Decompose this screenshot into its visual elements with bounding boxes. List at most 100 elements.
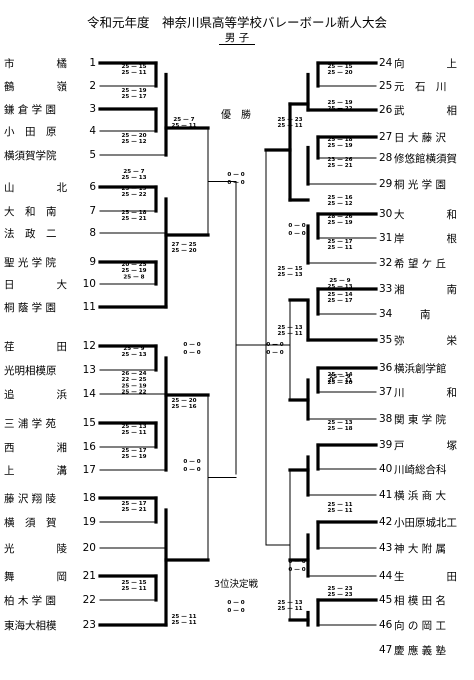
right-team-name: 日 大 藤 沢 bbox=[394, 131, 447, 144]
left-round1-score: 25 — 11 bbox=[121, 70, 146, 76]
right-round2-score: 25 — 13 bbox=[327, 420, 352, 426]
left-team-number: 12 bbox=[83, 340, 96, 352]
blank-set-score: 0 — 0 bbox=[227, 180, 244, 186]
left-team-number: 5 bbox=[89, 149, 96, 161]
left-round1-score: 20 — 25 bbox=[121, 262, 146, 268]
right-round1-score: 25 — 18 bbox=[327, 137, 352, 143]
right-team-number: 26 bbox=[379, 104, 393, 116]
left-team-number: 8 bbox=[89, 227, 96, 239]
left-team-number: 15 bbox=[83, 417, 96, 429]
right-team-name: 慶 應 義 塾 bbox=[394, 644, 447, 657]
page-title: 令和元年度 神奈川県高等学校バレーボール新人大会 bbox=[86, 15, 387, 30]
left-team-name: 藤 沢 翔 陵 bbox=[4, 492, 57, 505]
left-team-name: 荏 田 bbox=[4, 341, 67, 353]
right-team-number: 31 bbox=[379, 232, 392, 244]
left-team-number: 7 bbox=[89, 205, 96, 217]
blank-set-score: 0 — 0 bbox=[227, 608, 244, 614]
right-team-number: 29 bbox=[379, 178, 392, 190]
blank-set-score: 0 — 0 bbox=[288, 231, 305, 237]
right-round1-score: 25 — 20 bbox=[327, 70, 352, 76]
right-round1-score: 25 — 19 bbox=[327, 220, 352, 226]
left-round1-score: 22 — 25 bbox=[121, 377, 146, 383]
left-team-name: 鶴 嶺 bbox=[4, 80, 67, 93]
right-round1-score: 25 — 23 bbox=[327, 592, 352, 598]
left-round1-score: 25 — 9 bbox=[123, 346, 144, 352]
right-round1-score: 25 — 19 bbox=[327, 143, 352, 149]
left-team-name: 柏 木 学 園 bbox=[4, 594, 56, 607]
right-team-number: 34 bbox=[379, 308, 393, 320]
right-round2-score: 25 — 18 bbox=[327, 426, 352, 432]
right-round1-score: 25 — 11 bbox=[327, 245, 352, 251]
left-round2-score: 25 — 16 bbox=[171, 404, 196, 410]
left-round2-score: 25 — 20 bbox=[171, 398, 196, 404]
left-team-name: 山 北 bbox=[4, 182, 67, 194]
right-team-number: 36 bbox=[379, 362, 393, 374]
right-round1-score: 25 — 22 bbox=[327, 106, 352, 112]
right-team-number: 38 bbox=[379, 413, 392, 425]
champion-label: 優 勝 bbox=[221, 108, 251, 121]
left-round1-score: 25 — 21 bbox=[121, 507, 146, 513]
left-round1-score: 25 — 19 bbox=[121, 268, 146, 274]
blank-set-score: 0 — 0 bbox=[288, 559, 305, 565]
blank-set-score: 0 — 0 bbox=[266, 342, 283, 348]
blank-set-score: 0 — 0 bbox=[288, 567, 305, 573]
right-team-number: 47 bbox=[379, 644, 392, 656]
left-team-number: 17 bbox=[83, 464, 96, 476]
left-round1-score: 25 — 17 bbox=[121, 94, 146, 100]
right-round1-score: 25 — 14 bbox=[327, 292, 352, 298]
left-team-number: 6 bbox=[89, 181, 96, 193]
left-round1-score: 25 — 15 bbox=[121, 580, 146, 586]
left-round1-score: 25 — 15 bbox=[121, 64, 146, 70]
right-round2-score: 25 — 9 bbox=[329, 374, 350, 380]
left-round1-score: 25 — 17 bbox=[121, 448, 146, 454]
right-round2-score: 25 — 15 bbox=[277, 266, 302, 272]
left-team-number: 18 bbox=[83, 492, 96, 504]
blank-set-score: 0 — 0 bbox=[227, 600, 244, 606]
right-round1-score: 25 — 14 bbox=[327, 372, 352, 378]
right-round2-score: 25 — 11 bbox=[277, 606, 302, 612]
left-round1-score: 25 — 19 bbox=[121, 186, 146, 192]
left-round1-score: 25 — 22 bbox=[121, 192, 146, 198]
left-team-name: 横 須 賀 bbox=[4, 516, 57, 529]
right-round1-score: 28 — 26 bbox=[327, 214, 352, 220]
right-team-name: 神 大 附 属 bbox=[394, 542, 446, 555]
left-team-number: 19 bbox=[83, 516, 96, 528]
left-round1-score: 25 — 13 bbox=[121, 175, 146, 181]
left-team-number: 9 bbox=[89, 256, 96, 268]
left-team-name: 桐 蔭 学 園 bbox=[4, 301, 56, 314]
left-round1-score: 25 — 21 bbox=[121, 216, 146, 222]
right-team-number: 24 bbox=[379, 57, 393, 69]
left-round2-score: 25 — 11 bbox=[171, 123, 196, 129]
left-round1-score: 25 — 11 bbox=[121, 586, 146, 592]
left-round1-score: 25 — 7 bbox=[123, 169, 144, 175]
left-team-name: 追 浜 bbox=[4, 388, 67, 401]
right-round1-score: 23 — 26 bbox=[327, 157, 352, 163]
right-team-number: 42 bbox=[379, 516, 392, 528]
right-team-number: 30 bbox=[379, 208, 392, 220]
right-team-number: 28 bbox=[379, 152, 392, 164]
left-round1-score: 25 — 19 bbox=[121, 88, 146, 94]
right-round1-score: 25 — 17 bbox=[327, 298, 352, 304]
right-team-name: 向 上 bbox=[394, 57, 457, 70]
left-round1-score: 25 — 11 bbox=[121, 430, 146, 436]
right-team-name: 戸 塚 bbox=[394, 440, 457, 452]
right-team-number: 25 bbox=[379, 80, 392, 92]
left-round2-score: 27 — 25 bbox=[171, 242, 196, 248]
right-team-name: 関 東 学 院 bbox=[394, 413, 447, 426]
right-team-name: 大 和 bbox=[394, 208, 457, 221]
left-team-number: 11 bbox=[83, 301, 96, 313]
right-team-name: 桐 光 学 園 bbox=[394, 178, 446, 191]
left-team-number: 3 bbox=[89, 103, 96, 115]
right-team-name: 岸 根 bbox=[394, 232, 457, 245]
page-subtitle: 男 子 bbox=[219, 32, 255, 45]
left-team-name: 三 浦 学 苑 bbox=[4, 417, 57, 430]
left-team-name: 市 橘 bbox=[4, 57, 67, 70]
left-team-number: 10 bbox=[83, 278, 96, 290]
right-team-number: 44 bbox=[379, 570, 393, 582]
left-round1-score: 25 — 22 bbox=[121, 390, 146, 396]
right-team-name: 元 石 川 bbox=[394, 81, 447, 93]
left-team-name: 上 溝 bbox=[4, 464, 67, 477]
left-team-name: 大 和 南 bbox=[4, 205, 57, 218]
right-team-name: 相 模 田 名 bbox=[394, 594, 446, 607]
